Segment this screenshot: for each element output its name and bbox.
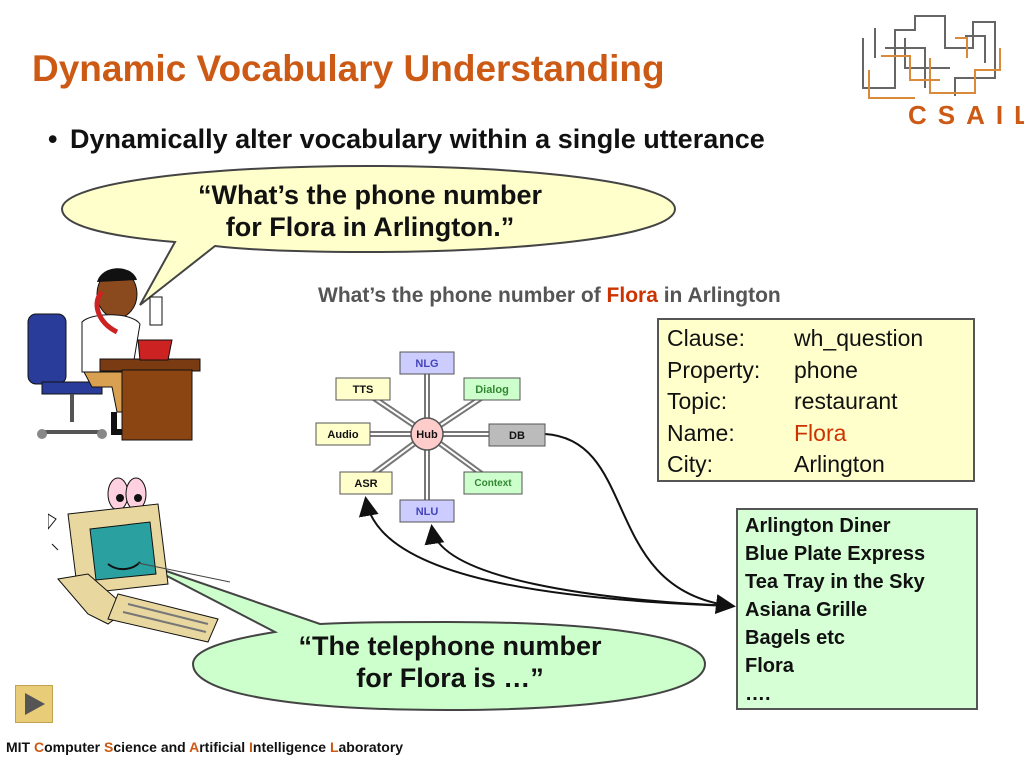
system-bubble-pointer-line [137,562,231,583]
footer-part: aboratory [338,739,404,755]
footer-part: cience and [113,739,190,755]
query-highlight: Flora [606,284,658,307]
system-response-line2: for Flora is …” [356,663,544,693]
system-response: “The telephone number for Flora is …” [200,630,700,694]
user-speech-bubble [60,164,677,306]
hub-node-nlu-label: NLU [416,506,439,518]
frame-value-highlight: Flora [794,419,847,446]
hub-node-tts-label: TTS [353,384,374,396]
query-before: What’s the phone number of [318,284,607,307]
system-speech-bubble [139,561,707,712]
hub-node-db: DB [488,423,546,447]
hub-node-tts: TTS [335,377,391,401]
frame-row-city: City: Arlington [667,449,973,481]
bullet-dot: • [48,124,58,154]
footer-part-cap: S [104,739,114,755]
list-item: Tea Tray in the Sky [745,571,925,593]
footer-part-cap: A [189,739,200,755]
hub-node-audio-label: Audio [327,429,358,441]
csail-logo-icon [862,15,1001,99]
footer-part-cap: C [34,739,45,755]
hub-node-asr-label: ASR [354,478,377,490]
user-utterance-line2: for Flora in Arlington.” [225,212,515,242]
frame-key: Clause: [667,325,745,351]
hub-node-nlg-label: NLG [415,358,438,370]
hub-node-context-label: Context [474,478,512,489]
play-icon [25,693,45,715]
parsed-query: What’s the phone number of Flora in Arli… [318,284,781,308]
list-to-asr-arrow [358,496,733,607]
list-item: Flora [745,655,794,677]
list-item: Asiana Grille [745,599,868,621]
hub-node-nlu: NLU [399,499,455,523]
frame-row-name: Name: Flora [667,418,973,450]
frame-value: restaurant [794,388,898,414]
footer-part: ntelligence [252,739,330,755]
talking-computer-icon [48,477,219,643]
list-item: …. [745,683,771,705]
footer-part: MIT [6,739,34,755]
frame-key: Name: [667,419,735,446]
footer-part-cap: I [249,739,253,755]
hub-node-context: Context [463,471,523,495]
hub-node-db-label: DB [509,430,525,442]
list-item: Arlington Diner [745,515,891,537]
frame-key: Topic: [667,388,728,414]
next-slide-button[interactable] [15,685,53,723]
footer-part: omputer [44,739,105,755]
list-item: Bagels etc [745,627,846,649]
frame-row-property: Property: phone [667,355,973,387]
hub-node-dialog: Dialog [463,377,521,401]
frame-row-topic: Topic: restaurant [667,386,973,418]
frame-row-clause: Clause: wh_question [667,323,973,355]
footer-part: rtificial [199,739,250,755]
restaurant-list-box: Arlington Diner Blue Plate Express Tea T… [736,508,978,710]
person-on-phone-icon [27,268,201,441]
frame-value: Arlington [794,451,885,477]
hub-node-nlg: NLG [399,351,455,375]
csail-logo-text: CSAIL [908,100,1024,130]
list-item: Blue Plate Express [745,543,926,565]
hub-node-asr: ASR [339,471,393,495]
bullet-text: Dynamically alter vocabulary within a si… [70,124,765,154]
frame-value: phone [794,356,858,383]
user-utterance: “What’s the phone number for Flora in Ar… [120,179,620,243]
hub-node-dialog-label: Dialog [475,384,509,396]
frame-key: Property: [667,356,761,383]
db-to-list-arrow [544,433,736,614]
slide-title: Dynamic Vocabulary Understanding [32,48,665,89]
system-response-line1: “The telephone number [298,631,602,661]
bullet-point: • Dynamically alter vocabulary within a s… [48,124,765,155]
hub-node-audio: Audio [315,422,371,446]
frame-value: wh_question [794,325,924,351]
user-utterance-line1: “What’s the phone number [198,180,542,210]
query-after: in Arlington [657,284,781,307]
hub-center-label: Hub [416,429,438,441]
frame-key: City: [667,451,713,477]
footer-lab-name: MIT Computer Science and Artificial Inte… [6,739,403,755]
hub-center: Hub [410,417,444,451]
semantic-frame-box: Clause: wh_question Property: phone Topi… [657,318,975,482]
footer-part-cap: L [329,739,339,755]
